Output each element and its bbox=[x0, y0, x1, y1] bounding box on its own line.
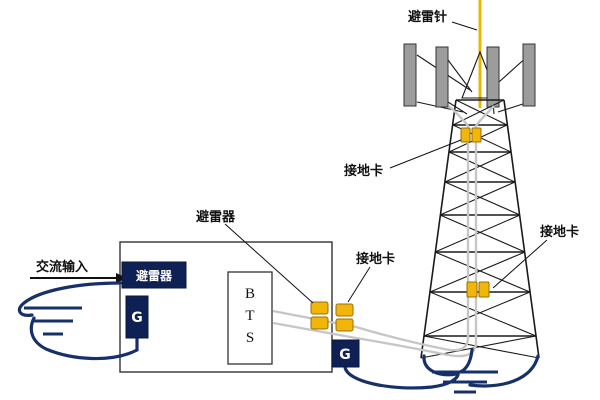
antenna-panel bbox=[435, 46, 449, 108]
arrester-bts bbox=[310, 301, 329, 315]
label-lightning-rod: 避雷针 bbox=[408, 9, 447, 25]
antenna-panel bbox=[522, 43, 536, 107]
bts-box bbox=[227, 271, 273, 365]
clamp-bts bbox=[335, 303, 354, 317]
label-ground-clamp-tower-top: 接地卡 bbox=[344, 163, 383, 179]
label-ground-clamp-tower-bottom: 接地卡 bbox=[540, 224, 579, 240]
bts-letter-s: S bbox=[246, 330, 254, 346]
feeder-cables bbox=[272, 105, 495, 358]
bts-letter-t: T bbox=[245, 308, 254, 324]
clamp-bts bbox=[335, 318, 354, 332]
earth-symbol-left bbox=[24, 306, 82, 336]
clamp-tower-top bbox=[460, 127, 471, 143]
ground-bar-left bbox=[125, 295, 149, 339]
grounding-clamps bbox=[310, 127, 490, 332]
tower-lattice bbox=[420, 99, 540, 359]
clamp-tower-bottom bbox=[478, 281, 490, 298]
antenna-panel bbox=[486, 46, 500, 108]
equipment-room bbox=[119, 241, 333, 373]
clamp-tower-bottom bbox=[466, 281, 478, 298]
tower-head bbox=[403, 43, 536, 115]
clamp-tower-top bbox=[471, 127, 482, 143]
label-pointers bbox=[224, 21, 548, 304]
label-arrester: 避雷器 bbox=[196, 209, 236, 225]
ground-bar-left-label: G bbox=[131, 310, 143, 326]
surge-arrester-box bbox=[121, 261, 187, 289]
bts-letter-b: B bbox=[245, 286, 255, 302]
ground-bar-right bbox=[331, 339, 360, 368]
arrester-bts bbox=[310, 316, 329, 330]
earth-symbol-tower bbox=[432, 370, 498, 394]
ground-bar-right-label: G bbox=[339, 347, 351, 363]
label-ground-clamp-bts: 接地卡 bbox=[356, 251, 395, 267]
label-ac-input: 交流输入 bbox=[36, 259, 88, 275]
surge-arrester-box-label: 避雷器 bbox=[136, 268, 173, 283]
antenna-panel bbox=[403, 43, 417, 107]
